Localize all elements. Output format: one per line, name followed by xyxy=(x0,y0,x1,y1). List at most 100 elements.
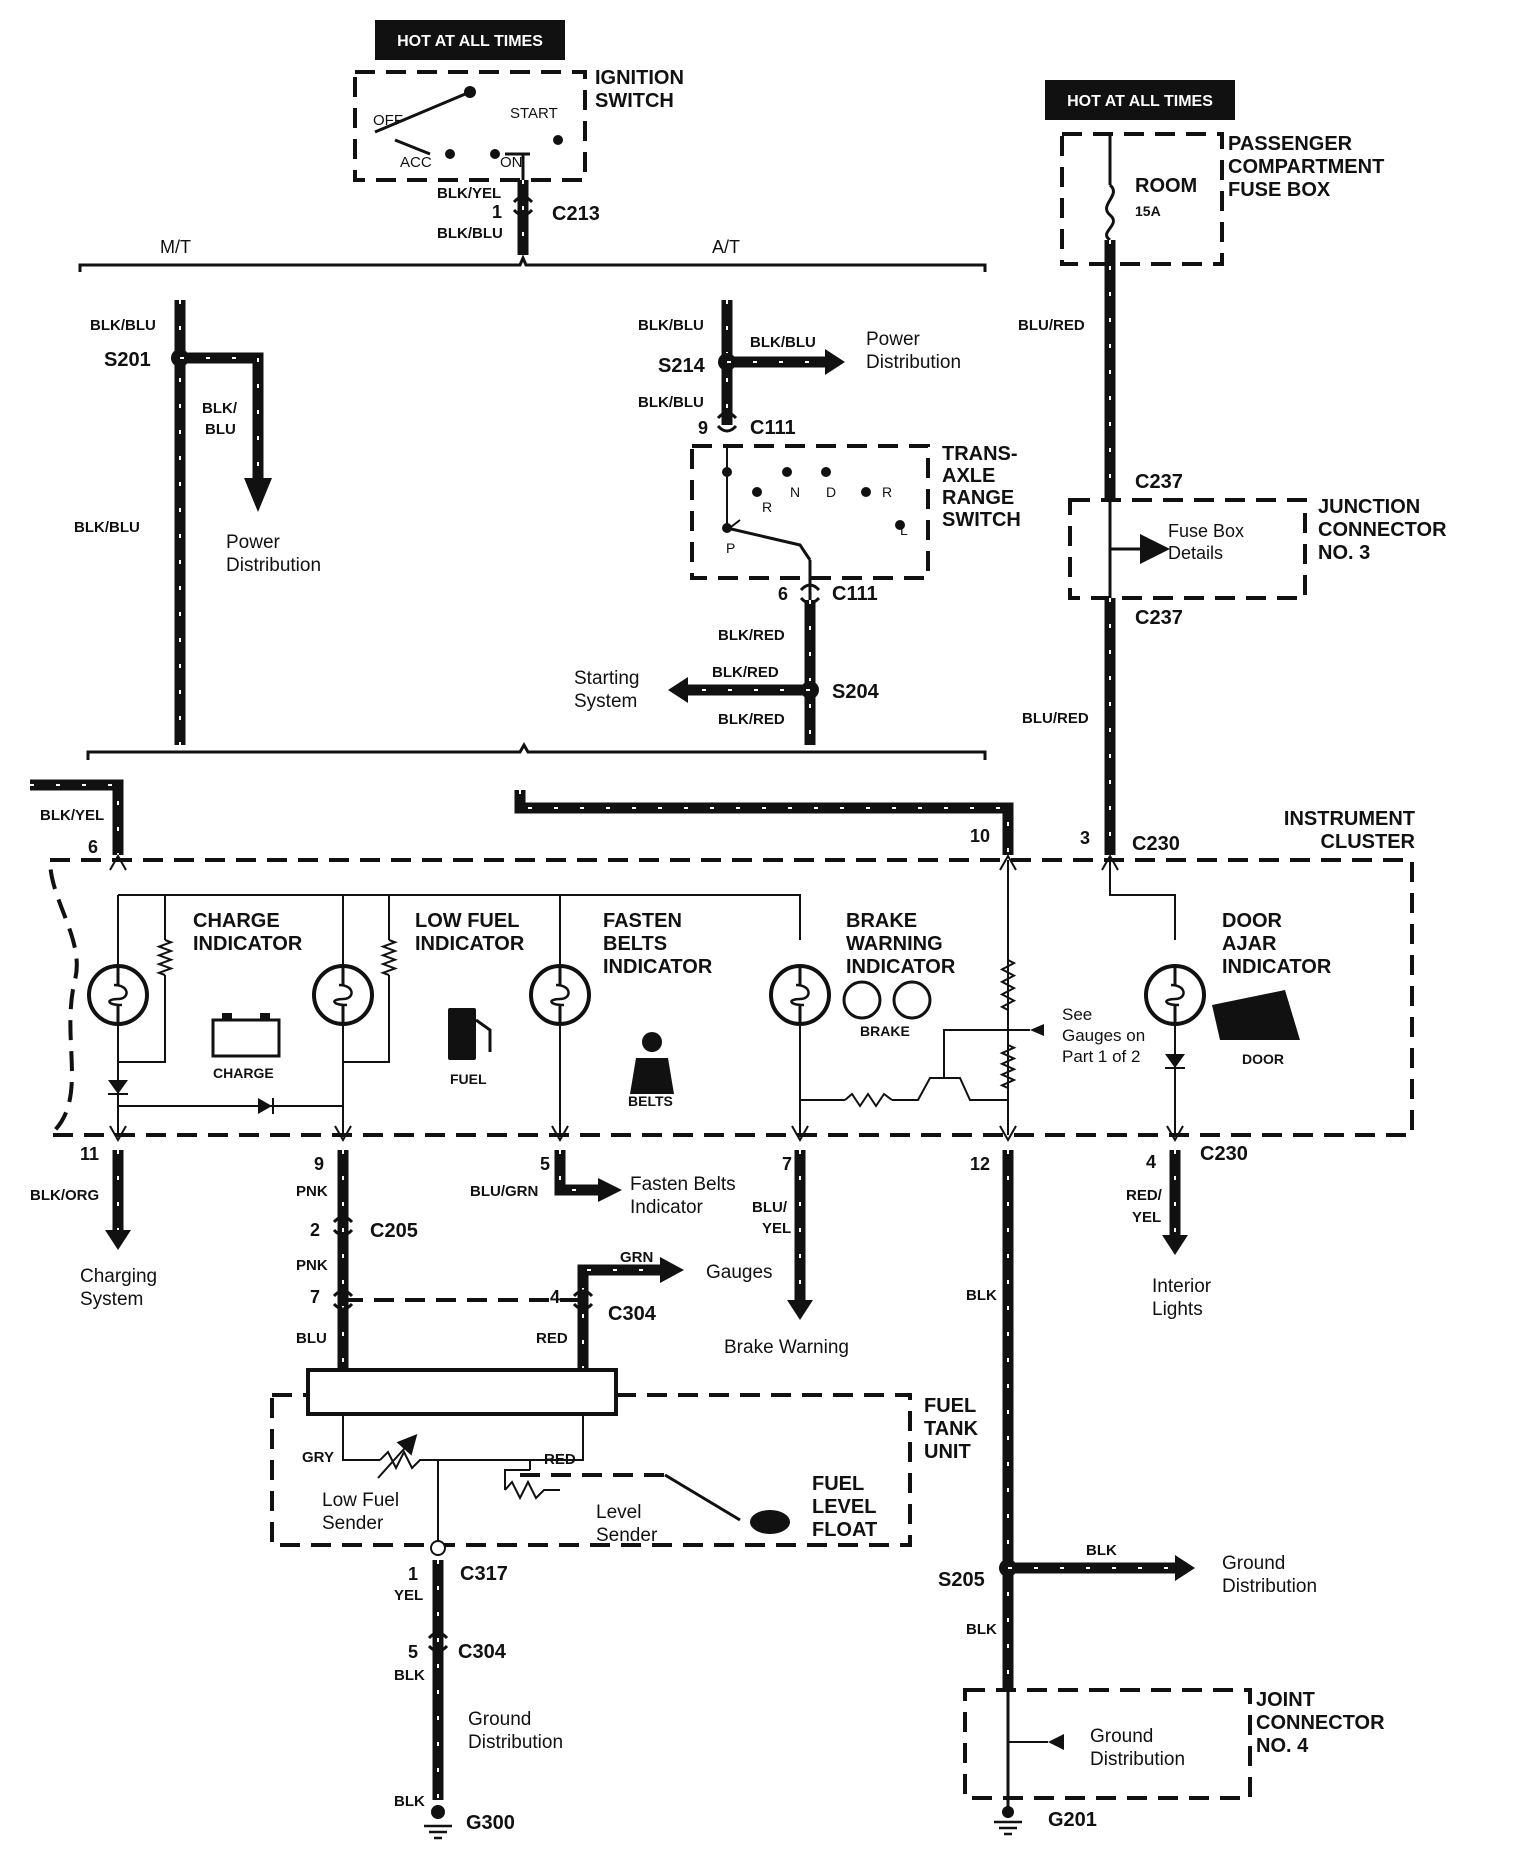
low-fuel-wiper xyxy=(377,1434,418,1479)
float-arm xyxy=(664,1473,741,1522)
junction-connector-3: JUNCTION CONNECTOR NO. 3 Fuse Box Detail… xyxy=(1168,496,1447,564)
battery-icon xyxy=(211,1018,281,1058)
c213-label: C213 xyxy=(552,203,600,225)
c111-pin-6: 6 xyxy=(778,584,788,604)
dest-ground-g300-2: Distribution xyxy=(468,1732,563,1753)
jc3-title-3: NO. 3 xyxy=(1318,542,1370,564)
pin-p6 xyxy=(109,853,127,871)
dest-brake-warning: Brake Warning xyxy=(724,1337,849,1358)
hot-badge-ignition: HOT AT ALL TIMES xyxy=(375,20,565,60)
wire-blk-g300: BLK xyxy=(394,1793,425,1810)
wire-s201-out-stripe xyxy=(180,357,259,480)
belts-icon-body xyxy=(630,1058,674,1094)
c213-connector xyxy=(512,195,534,217)
fuel-float xyxy=(750,1510,790,1534)
battery-term-2 xyxy=(260,1013,270,1020)
c230-pin-5: 5 xyxy=(540,1154,550,1174)
s205-label: S205 xyxy=(938,1569,985,1591)
door-icon xyxy=(1212,990,1300,1040)
charge-r-top xyxy=(118,894,166,940)
trans-switch-box xyxy=(690,444,930,580)
tars-common xyxy=(726,446,741,533)
brake-transistor-base xyxy=(943,1029,1008,1078)
c304-bottom-connector xyxy=(427,1631,449,1653)
mt-label: M/T xyxy=(160,237,191,257)
wire-grn: GRN xyxy=(620,1249,653,1266)
wire-blk-blu-at-1: BLK/BLU xyxy=(638,317,704,334)
wire-blk-red-3: BLK/RED xyxy=(718,711,785,728)
door-ind-2: AJAR xyxy=(1222,933,1277,955)
dest-charging-2: System xyxy=(80,1289,143,1310)
dest-power-s214-1: Power xyxy=(866,329,921,350)
belts-ind-2: BELTS xyxy=(603,933,667,955)
wire-blk-s205-out: BLK xyxy=(1086,1542,1117,1559)
wire-gry: GRY xyxy=(302,1449,334,1466)
c304-pin-5: 5 xyxy=(408,1642,418,1662)
c205-pin-7: 7 xyxy=(310,1287,320,1307)
door-icon-label: DOOR xyxy=(1242,1051,1284,1067)
ign-start: START xyxy=(510,105,558,122)
wire-s205-out-head xyxy=(1175,1555,1195,1581)
s214-label: S214 xyxy=(658,355,706,377)
ign-start-pt xyxy=(553,135,563,145)
fuel-tank-unit: FUEL TANK UNIT Low Fuel Sender Level Sen… xyxy=(322,1395,979,1546)
gry-line xyxy=(342,1414,380,1461)
c111-top-connector xyxy=(716,411,738,433)
joint-connector-box xyxy=(963,1688,1252,1800)
s201-label: S201 xyxy=(104,349,151,371)
wire-s204-out-head xyxy=(668,677,688,703)
tars-title-2: AXLE xyxy=(942,465,995,487)
pin-p11 xyxy=(109,1125,127,1143)
fuel-tank-box xyxy=(270,1393,912,1547)
wire-blk-s205-down: BLK xyxy=(966,1621,997,1638)
brake-icon-excl xyxy=(842,980,882,1020)
wire-blu-grn-head xyxy=(598,1178,622,1202)
wire-pnk-2: PNK xyxy=(296,1257,328,1274)
brake-ind-2: WARNING xyxy=(846,933,943,955)
charge-resistor xyxy=(156,939,174,976)
c237-label-bottom: C237 xyxy=(1135,607,1183,629)
dest-interior-1: Interior xyxy=(1152,1276,1212,1297)
wire-s214-out-head xyxy=(825,349,845,375)
tars-p-contact xyxy=(726,526,812,561)
wire-blk-blu-mt-1: BLK/BLU xyxy=(90,317,156,334)
c230-pin-11: 11 xyxy=(80,1144,99,1164)
wire-blk-yel-ign: BLK/YEL xyxy=(437,185,501,202)
tars-n xyxy=(782,467,792,477)
joint-connector-4: JOINT CONNECTOR NO. 4 xyxy=(1256,1689,1385,1757)
wire-blk-red-2: BLK/RED xyxy=(712,664,779,681)
tank-title-3: UNIT xyxy=(924,1441,971,1463)
branch-brace-bottom xyxy=(86,741,987,760)
wire-pin10-stripe xyxy=(519,790,1009,855)
at-label: A/T xyxy=(712,237,740,257)
fuse-box-title-2: COMPARTMENT xyxy=(1228,156,1384,178)
cluster-title-1: INSTRUMENT xyxy=(1284,808,1415,830)
sender-junction xyxy=(440,1459,531,1470)
bulb-brake-filament xyxy=(790,983,810,1007)
fuse-name: ROOM xyxy=(1135,175,1197,197)
wire-red-grn xyxy=(577,1264,662,1370)
dest-belts-2: Indicator xyxy=(630,1197,704,1218)
jc4-title-2: CONNECTOR xyxy=(1256,1712,1385,1734)
c237-label-top: C237 xyxy=(1135,471,1183,493)
pin-p7 xyxy=(791,1125,809,1143)
tank-title-1: FUEL xyxy=(924,1395,976,1417)
connector-labels: C213 1 C237 C237 C111 9 C111 6 C230 3 6 … xyxy=(80,202,1248,1834)
ignition-title-2: SWITCH xyxy=(595,90,674,112)
tars-r1 xyxy=(752,487,762,497)
belts-icon-label: BELTS xyxy=(628,1093,673,1109)
c317-pin-circle xyxy=(430,1540,446,1556)
g201-dot xyxy=(1002,1806,1014,1818)
tars-r2: R xyxy=(882,484,892,500)
wire-blk-blu-ign: BLK/BLU xyxy=(437,225,503,242)
brake-ind-1: BRAKE xyxy=(846,910,917,932)
fuel-ind-2: INDICATOR xyxy=(415,933,525,955)
ign-lever xyxy=(374,90,471,134)
dest-ground-s205-2: Distribution xyxy=(1222,1576,1317,1597)
c304-pin-4: 4 xyxy=(550,1287,560,1307)
g201-label: G201 xyxy=(1048,1809,1097,1831)
wire-s201-out xyxy=(180,352,264,480)
fuse-rating: 15A xyxy=(1135,203,1161,219)
ign-acc-line xyxy=(394,138,431,156)
wire-blu-grn: BLU/GRN xyxy=(470,1183,538,1200)
